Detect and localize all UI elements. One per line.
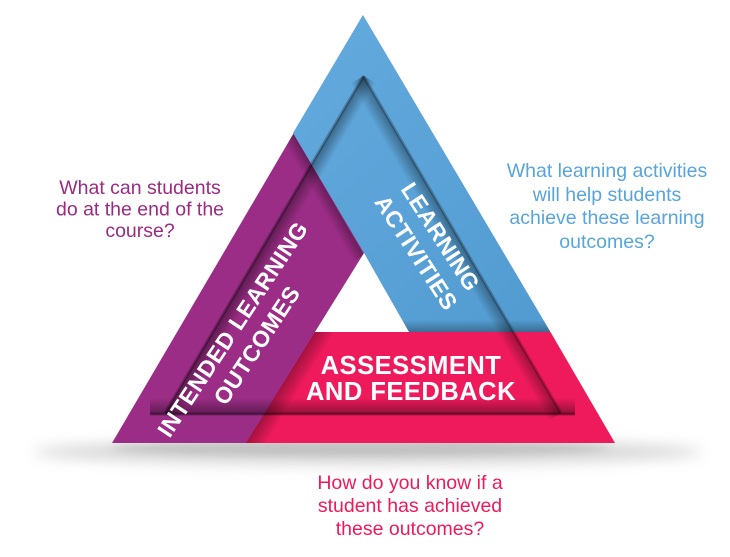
overlap-shadow-on-purple (282, 133, 364, 261)
activities-annotation-line2: will help students (532, 184, 682, 206)
assessment-annotation: How do you know if a student has achieve… (317, 472, 503, 540)
activities-annotation: What learning activities will help stude… (507, 160, 708, 253)
learning-activities-bar (293, 15, 551, 332)
activities-annotation-line1: What learning activities (507, 160, 708, 182)
outcomes-annotation-line3: course? (105, 220, 175, 242)
assessment-bar-label-line1: ASSESSMENT (321, 352, 502, 380)
activities-annotation-line4: outcomes? (559, 231, 655, 253)
overlap-shadow-on-pink (246, 332, 378, 443)
assessment-bar-label-line2: AND FEEDBACK (306, 378, 516, 406)
assessment-annotation-line3: these outcomes? (336, 518, 485, 540)
blue-bevel-ridge (293, 75, 551, 332)
activities-annotation-line3: achieve these learning (509, 207, 704, 229)
assessment-annotation-line1: How do you know if a (317, 472, 503, 494)
outcomes-annotation-line2: do at the end of the (56, 199, 224, 221)
outcomes-annotation: What can students do at the end of the c… (56, 177, 224, 242)
assessment-annotation-line2: student has achieved (318, 495, 502, 517)
assessment-bar-label: ASSESSMENT AND FEEDBACK (306, 352, 516, 406)
outcomes-annotation-line1: What can students (59, 177, 221, 199)
overlap-shadow-on-blue (395, 320, 551, 332)
ground-shadow (33, 439, 703, 465)
